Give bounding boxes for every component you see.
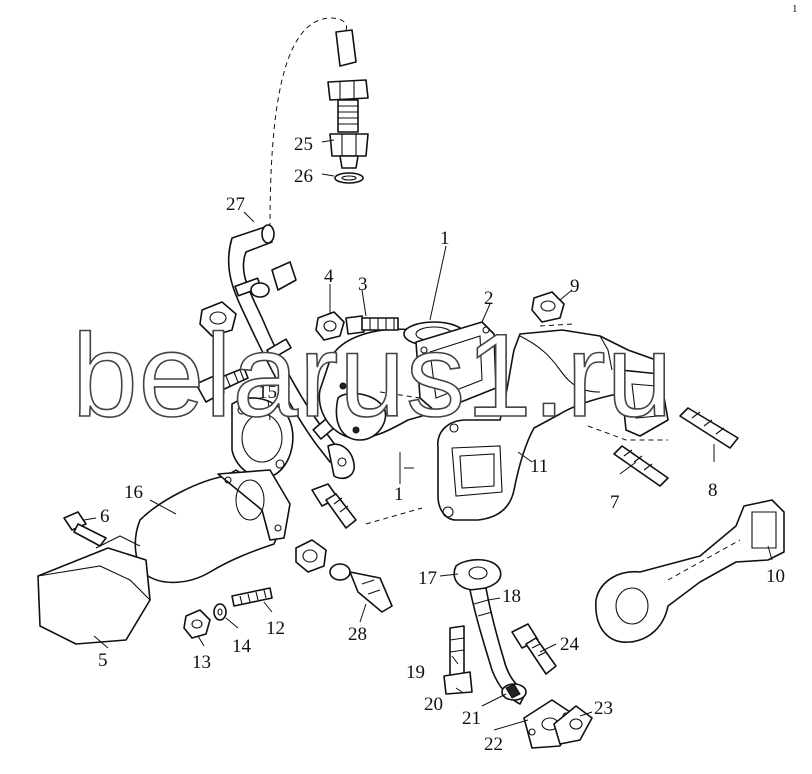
nut-13 [183,609,211,639]
washer-near-27 [250,261,297,298]
callout-17: 17 [418,568,437,589]
callout-19: 19 [406,662,425,683]
callout-25: 25 [294,134,313,155]
bolt-3 [345,315,399,335]
banjo-end [327,443,355,480]
manifold-end-gasket [619,369,669,437]
adapter-fitting-25 [329,99,369,169]
callout-8: 8 [708,480,718,501]
nut-4 [315,311,345,341]
assembly-line-2 [379,391,421,399]
callout-24: 24 [560,634,580,655]
callout-28: 28 [348,624,367,645]
oil-supply-line [269,17,369,229]
long-gasket-10 [595,499,785,643]
flange-17 [453,558,502,591]
bolt-19 [443,625,473,695]
callout-9: 9 [570,276,580,297]
exhaust-manifold-11 [437,329,663,521]
callout-1-top: 1 [440,228,450,249]
assembly-line-1 [365,507,423,525]
callout-22: 22 [484,734,503,755]
stud-12 [231,587,273,607]
callout-14: 14 [232,636,252,657]
watermark: belarus1.ru [72,310,673,442]
assembly-line-3 [587,425,668,441]
bolt-lower-center [311,483,357,529]
air-duct-16 [134,469,291,584]
sealing-washer-26 [334,172,364,184]
leader-lines [83,139,773,731]
callout-23: 23 [594,698,613,719]
callout-10: 10 [766,566,785,587]
callout-3: 3 [358,274,368,295]
callout-13: 13 [192,652,211,673]
callout-16: 16 [124,482,143,503]
callout-21: 21 [462,708,481,729]
callout-27: 27 [226,194,245,215]
callout-20: 20 [424,694,443,715]
callout-1-bottom: 1 [394,484,404,505]
hex-nut-28 [295,539,327,573]
union-fitting-28 [329,563,393,613]
hose-clamp-21 [501,683,527,701]
callout-26: 26 [294,166,313,187]
bolt-left [195,367,249,403]
gasket-15 [231,397,294,479]
callout-12: 12 [266,618,285,639]
callout-7: 7 [610,492,620,513]
callout-4: 4 [324,266,334,287]
callout-6: 6 [100,506,110,527]
oil-pipe-27 [227,224,355,480]
callouts: 1 1 2 3 4 5 6 7 8 9 10 11 12 13 14 15 16… [98,134,785,755]
callout-11: 11 [530,456,548,477]
union-nut [327,79,369,101]
hex-nut-left [199,301,237,337]
bolt-24 [511,623,557,675]
hose-end [335,29,357,67]
callout-15: 15 [258,382,277,403]
stud-7 [613,445,669,487]
corner-mark: 1 [792,3,798,15]
flange-nut-9 [531,291,565,323]
callout-5: 5 [98,650,108,671]
callout-18: 18 [502,586,521,607]
stud-8 [679,407,739,449]
bolt-6 [63,511,107,547]
washer-14 [213,603,227,621]
heat-shield-5 [37,535,151,645]
callout-2: 2 [484,288,494,309]
